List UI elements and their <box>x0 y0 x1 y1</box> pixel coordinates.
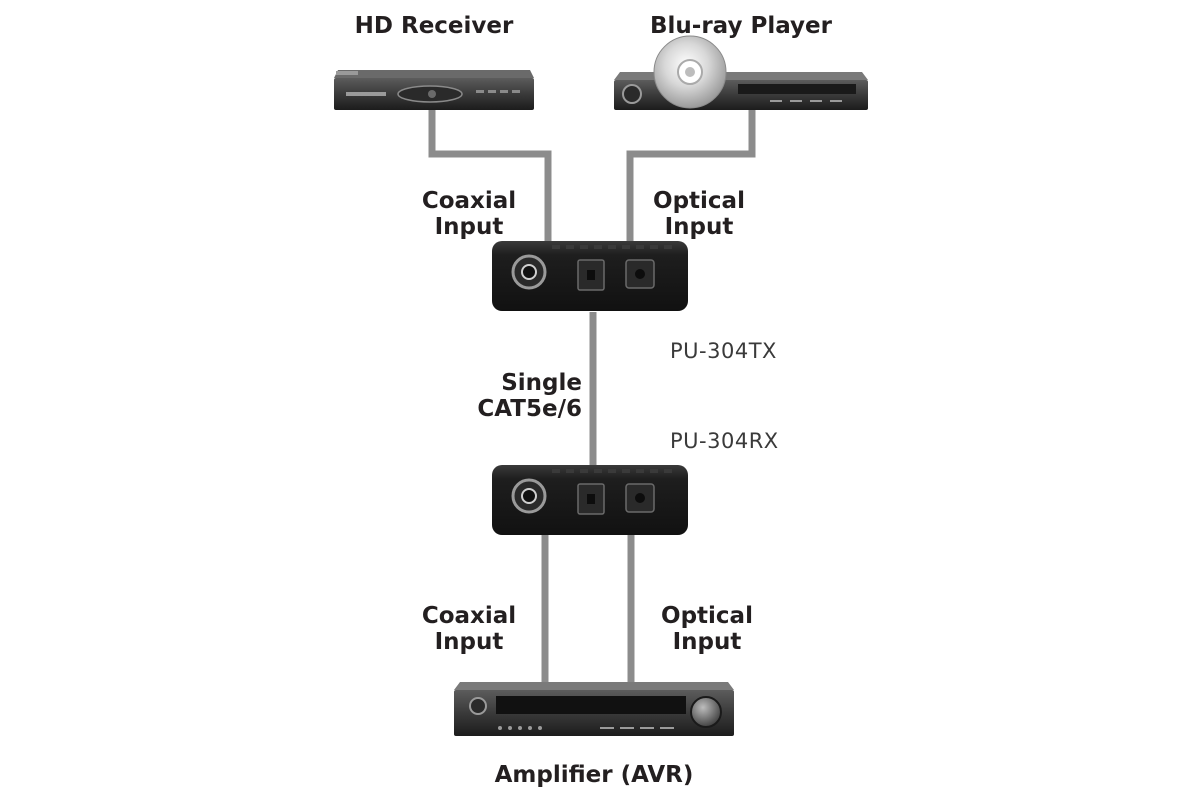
transmitter-model-label: PU-304TX <box>670 339 777 363</box>
disc-icon <box>653 35 727 109</box>
volume-knob-icon <box>690 696 722 728</box>
cables <box>428 108 756 686</box>
amplifier-device <box>454 682 734 736</box>
hd-receiver-device <box>334 70 534 110</box>
amplifier-title: Amplifier (AVR) <box>494 762 694 788</box>
hd-receiver-title: HD Receiver <box>354 13 514 39</box>
receiver-model-label: PU-304RX <box>670 429 779 453</box>
pu-304tx-device <box>492 241 688 311</box>
cable-hd-receiver-to-tx <box>428 108 552 242</box>
pu-304rx-device <box>492 465 688 535</box>
bluray-player-title: Blu-ray Player <box>650 13 832 39</box>
bluray-player-device <box>614 35 868 110</box>
cable-bluray-to-tx <box>626 110 756 242</box>
